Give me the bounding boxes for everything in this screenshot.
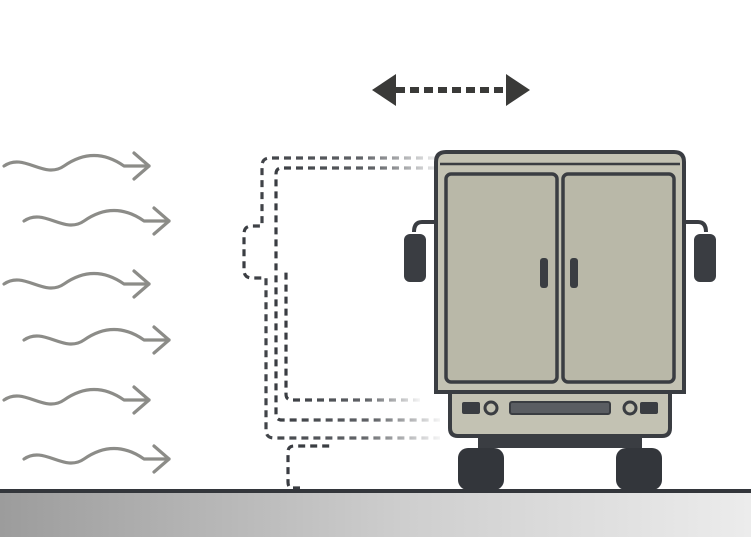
tail-light-left: [462, 402, 480, 414]
sway-trace-outer: [244, 158, 440, 438]
wind-arrow-icon: [4, 271, 149, 297]
side-mirror-left: [404, 234, 426, 282]
wind-arrow-icon: [24, 446, 169, 472]
wind-arrow-icon: [24, 327, 169, 353]
wind-arrows: [4, 153, 169, 472]
wind-arrow-icon: [4, 153, 149, 179]
rear-wheel-right: [616, 448, 662, 490]
sway-trace-wheel: [288, 446, 330, 488]
door-handle-left: [540, 258, 548, 288]
wind-arrow-icon: [4, 387, 149, 413]
sway-traces: [244, 158, 440, 488]
wind-arrow-icon: [24, 208, 169, 234]
door-handle-right: [570, 258, 578, 288]
sway-trace-inner: [286, 270, 420, 400]
under-bar: [478, 436, 642, 448]
road-surface: [0, 490, 751, 537]
tail-light-right: [640, 402, 658, 414]
double-arrow-icon: [372, 74, 530, 106]
rear-door-right: [563, 174, 674, 382]
license-plate: [510, 402, 610, 414]
side-mirror-right: [694, 234, 716, 282]
sway-trace-middle: [276, 168, 440, 420]
truck-rear-icon: [404, 152, 716, 490]
rear-wheel-left: [458, 448, 504, 490]
